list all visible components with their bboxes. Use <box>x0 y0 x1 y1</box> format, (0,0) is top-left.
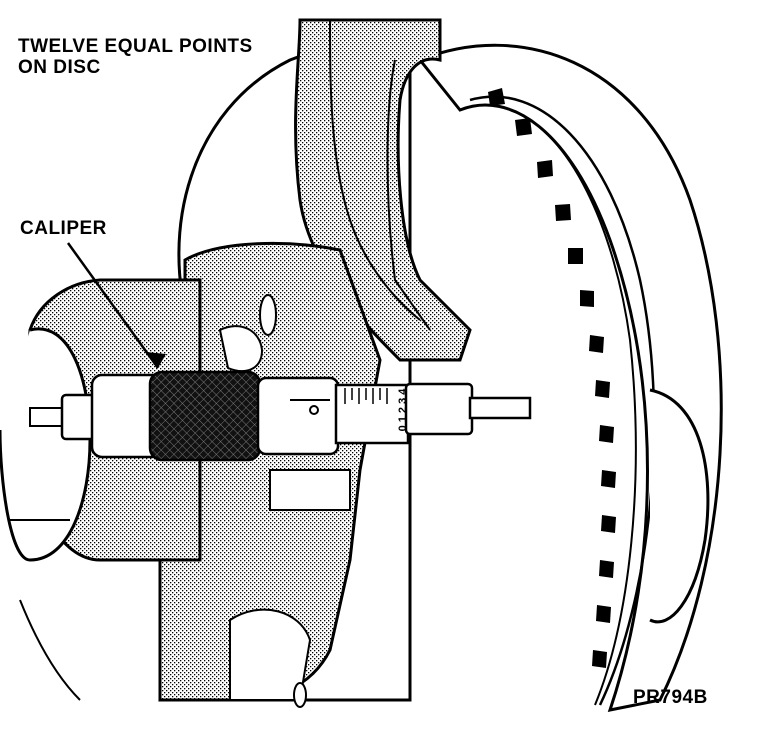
micrometer-icon <box>29 370 532 462</box>
points-label-line2: ON DISC <box>18 57 101 78</box>
figure-id-label: PR794B <box>633 687 708 708</box>
micrometer-sleeve-scale: 0 1 2 3 4 <box>397 388 409 432</box>
points-label-line1: TWELVE EQUAL POINTS <box>18 36 253 57</box>
caliper-label: CALIPER <box>20 218 107 239</box>
caliper-leader-line <box>66 242 166 369</box>
points-label: TWELVE EQUAL POINTS ON DISC <box>18 36 253 78</box>
thimble-graduations <box>344 388 388 404</box>
brake-disc-icon <box>417 43 723 712</box>
steering-knuckle <box>158 241 382 708</box>
disc-vent-teeth <box>488 88 616 668</box>
